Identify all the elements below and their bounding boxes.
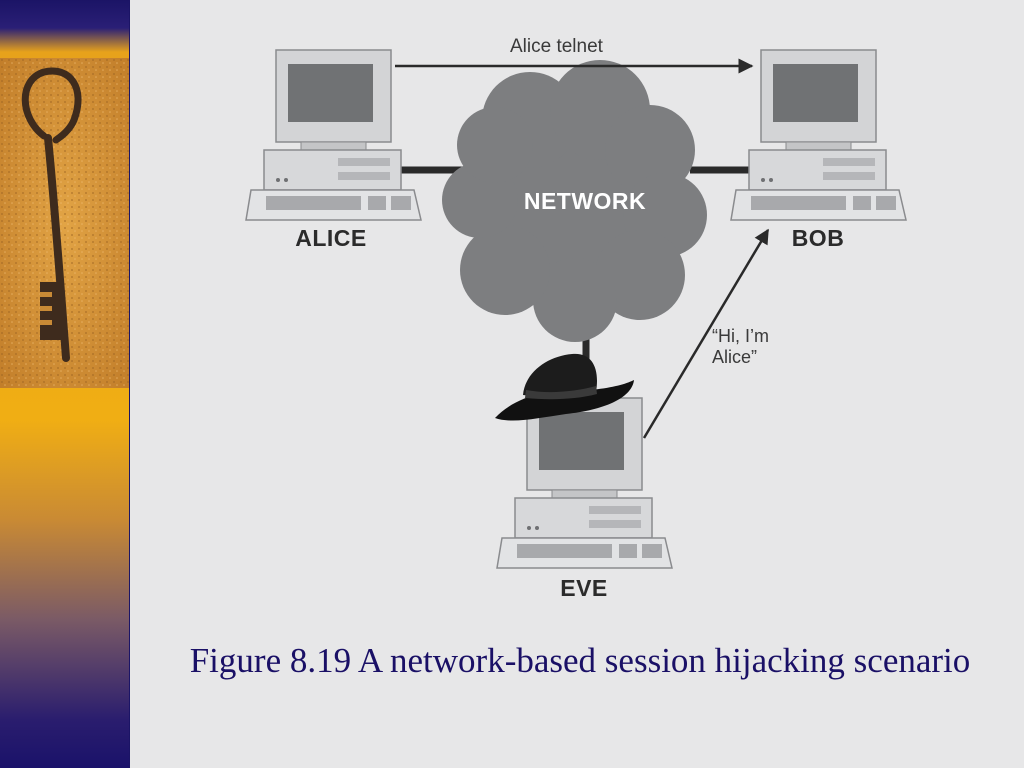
cloud-icon bbox=[442, 60, 707, 342]
telnet-edge-label: Alice telnet bbox=[510, 36, 603, 57]
figure-caption: Figure 8.19 A network-based session hija… bbox=[189, 641, 971, 680]
eve-label: EVE bbox=[560, 575, 608, 601]
network-label: NETWORK bbox=[523, 188, 647, 214]
fedora-hat-icon bbox=[495, 353, 634, 421]
alice-computer-icon bbox=[245, 49, 422, 221]
bob-computer-icon bbox=[730, 49, 907, 221]
spoof-edge-label: “Hi, I’m Alice” bbox=[712, 326, 769, 367]
sidebar-gradient bbox=[0, 0, 130, 768]
eve-computer-icon bbox=[496, 397, 673, 569]
spoof-arrow bbox=[642, 228, 770, 439]
antique-key-icon bbox=[0, 58, 129, 388]
alice-label: ALICE bbox=[295, 225, 367, 251]
session-hijacking-diagram bbox=[245, 49, 907, 569]
bob-label: BOB bbox=[791, 225, 845, 251]
